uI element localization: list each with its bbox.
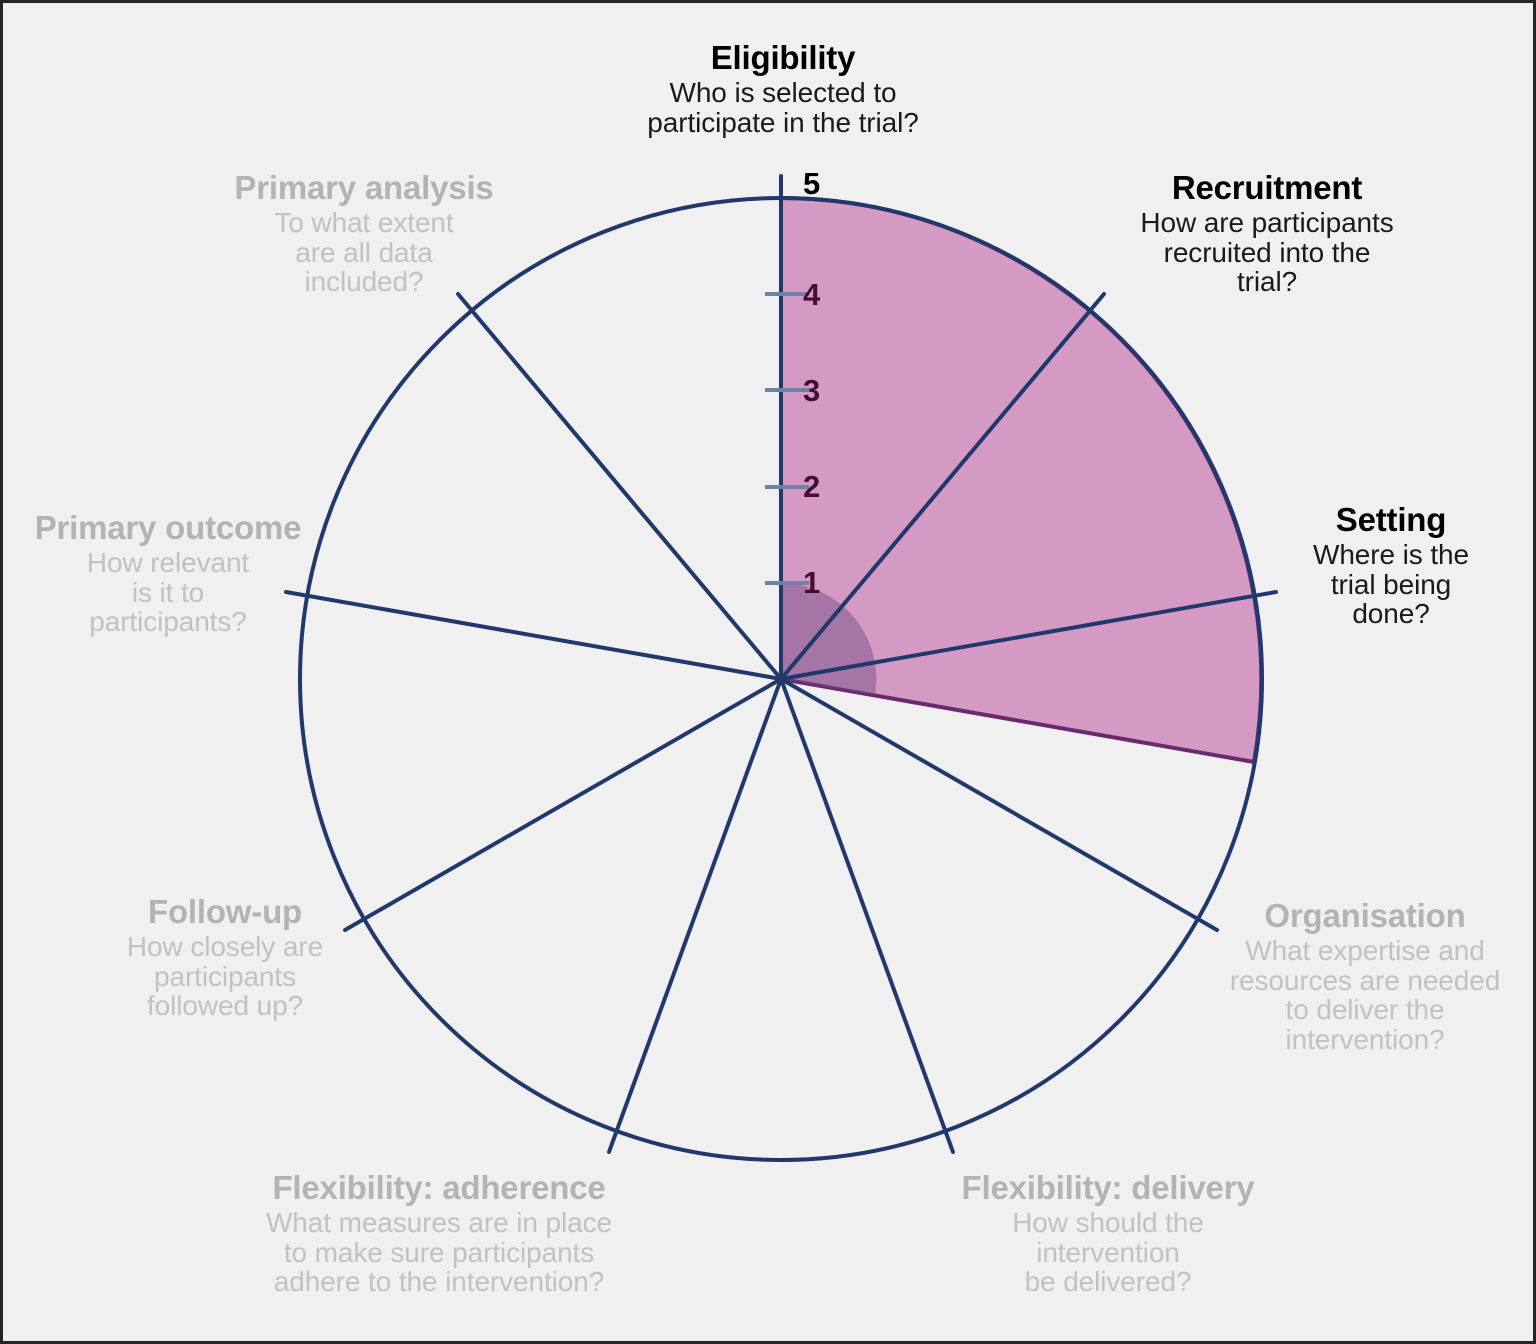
spoke-title-recruitment: Recruitment bbox=[1171, 169, 1363, 206]
spoke-title-flexibility-adherence: Flexibility: adherence bbox=[272, 1169, 606, 1206]
spoke-label-flexibility-adherence[interactable]: Flexibility: adherence What measures are… bbox=[243, 1169, 635, 1298]
spoke-title-flexibility-delivery: Flexibility: delivery bbox=[961, 1169, 1255, 1206]
spoke-primary-analysis bbox=[456, 292, 783, 681]
spoke-title-primary-outcome: Primary outcome bbox=[34, 509, 302, 546]
spoke-followup bbox=[343, 677, 783, 932]
spoke-setting bbox=[779, 590, 1278, 681]
spoke-flexibility-adherence bbox=[607, 677, 783, 1154]
spoke-organisation bbox=[779, 677, 1219, 932]
spoke-lines bbox=[284, 174, 1278, 1154]
axis-label-4: 4 bbox=[803, 277, 821, 312]
spoke-primary-outcome bbox=[284, 590, 783, 681]
spoke-title-eligibility: Eligibility bbox=[710, 39, 856, 76]
spoke-title-setting: Setting bbox=[1335, 501, 1447, 538]
spoke-flexibility-delivery bbox=[779, 677, 955, 1154]
spoke-title-primary-analysis: Primary analysis bbox=[234, 169, 494, 206]
spoke-recruitment bbox=[779, 292, 1106, 681]
spoke-title-followup: Follow-up bbox=[148, 893, 302, 930]
axis-label-3: 3 bbox=[803, 373, 821, 408]
axis-label-5: 5 bbox=[803, 166, 821, 201]
wheel-graphic bbox=[284, 174, 1278, 1162]
axis-label-2: 2 bbox=[803, 469, 821, 504]
axis-label-1: 1 bbox=[803, 565, 821, 600]
axis-ticks bbox=[765, 292, 809, 585]
spoke-title-organisation: Organisation bbox=[1264, 897, 1466, 934]
